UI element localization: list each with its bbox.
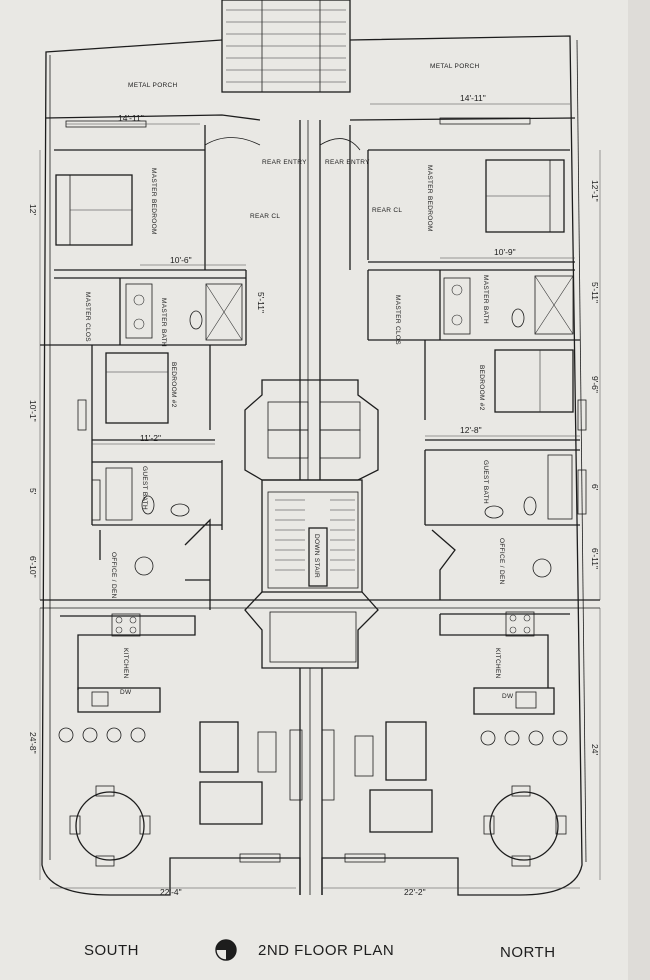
north-bath-fixtures — [443, 275, 574, 520]
dim-living-south: 24'-8" — [28, 732, 38, 754]
north-master-bed — [485, 159, 565, 233]
north-living-furniture — [321, 721, 433, 833]
label-dw-south: DW — [120, 689, 132, 696]
label-master-bath-north: MASTER BATH — [482, 275, 489, 324]
label-dw-north: DW — [502, 693, 514, 700]
north-unit-walls — [319, 125, 580, 600]
dim-bottom-north: 22'-2" — [404, 887, 426, 897]
label-rear-closet-north: REAR CL — [372, 207, 402, 214]
dim-gbath-north: 6' — [590, 484, 600, 491]
label-metal-porch-south: METAL PORCH — [128, 82, 178, 89]
dim-office-north: 6'-11" — [590, 548, 600, 569]
label-kitchen-north: KITCHEN — [494, 648, 501, 679]
dim-office-south: 6'-10" — [28, 556, 38, 578]
label-stair: DOWN STAIR — [313, 534, 320, 578]
dim-mb-depth-north: 12'-1" — [590, 180, 600, 202]
exterior-walls — [40, 35, 600, 896]
label-master-closet-south: MASTER CLOS — [84, 292, 91, 342]
dim-bath-depth-north: 5'-11" — [590, 282, 600, 303]
label-office-south: OFFICE / DEN — [110, 552, 117, 599]
compass-south-label: SOUTH — [84, 942, 139, 959]
north-bed2 — [494, 349, 574, 413]
north-dining-table — [483, 785, 567, 867]
south-bath-fixtures — [105, 283, 243, 521]
exterior-stair — [221, 0, 351, 93]
south-office-chair — [134, 556, 154, 576]
label-rear-entry-north: REAR ENTRY — [325, 159, 370, 166]
label-master-bath-south: MASTER BATH — [160, 298, 167, 347]
plan-title: 2ND FLOOR PLAN — [258, 942, 394, 959]
label-master-bedroom-north: MASTER BEDROOM — [426, 165, 433, 232]
dim-mb-width-south: 14'-11" — [118, 113, 144, 123]
dim-bed2-width-south: 11'-2" — [140, 433, 161, 443]
label-metal-porch-north: METAL PORCH — [430, 63, 480, 70]
north-kitchen — [439, 611, 570, 746]
dim-bath-width-south: 10'-6" — [170, 255, 192, 265]
south-master-bed — [55, 174, 133, 246]
dim-bath-width-north: 10'-9" — [494, 247, 516, 257]
dim-bath-depth-south: 5'-11" — [256, 292, 266, 313]
paper-edge — [628, 0, 650, 980]
label-office-north: OFFICE / DEN — [498, 538, 505, 585]
dim-bed2-width-north: 12'-8" — [460, 425, 482, 435]
label-rear-entry-south: REAR ENTRY — [262, 159, 307, 166]
label-bedroom2-north: BEDROOM #2 — [478, 365, 485, 411]
dim-gbath-south: 5' — [28, 488, 38, 495]
label-kitchen-south: KITCHEN — [122, 648, 129, 679]
south-kitchen — [58, 613, 196, 743]
dim-bottom-south: 22'-4" — [160, 887, 182, 897]
dim-mb-depth-south: 12' — [28, 204, 38, 215]
dim-living-north: 24' — [590, 744, 600, 755]
label-guest-bath-north: GUEST BATH — [482, 460, 489, 504]
label-master-bedroom-south: MASTER BEDROOM — [150, 168, 157, 235]
south-bed2 — [105, 352, 169, 424]
porch-edge-north — [349, 117, 576, 121]
label-bedroom2-south: BEDROOM #2 — [170, 362, 177, 408]
dim-bed2-depth-south: 10'-1" — [28, 400, 38, 422]
label-guest-bath-south: GUEST BATH — [141, 466, 148, 510]
label-master-closet-north: MASTER CLOS — [394, 295, 401, 345]
label-rear-closet-south: REAR CL — [250, 213, 280, 220]
stair-core — [244, 379, 379, 669]
compass-north-label: NORTH — [500, 944, 556, 961]
south-living-furniture — [199, 721, 303, 825]
north-arrow-icon — [215, 939, 237, 961]
central-corridor — [299, 120, 323, 895]
dim-mb-width-north: 14'-11" — [460, 93, 486, 103]
dimension-lines — [39, 103, 601, 889]
north-office-chair — [532, 558, 552, 578]
south-unit-walls — [40, 125, 261, 610]
porch-edge-south — [45, 114, 261, 121]
south-dining-table — [69, 785, 151, 867]
dim-bed2-depth-north: 9'-6" — [590, 376, 600, 393]
